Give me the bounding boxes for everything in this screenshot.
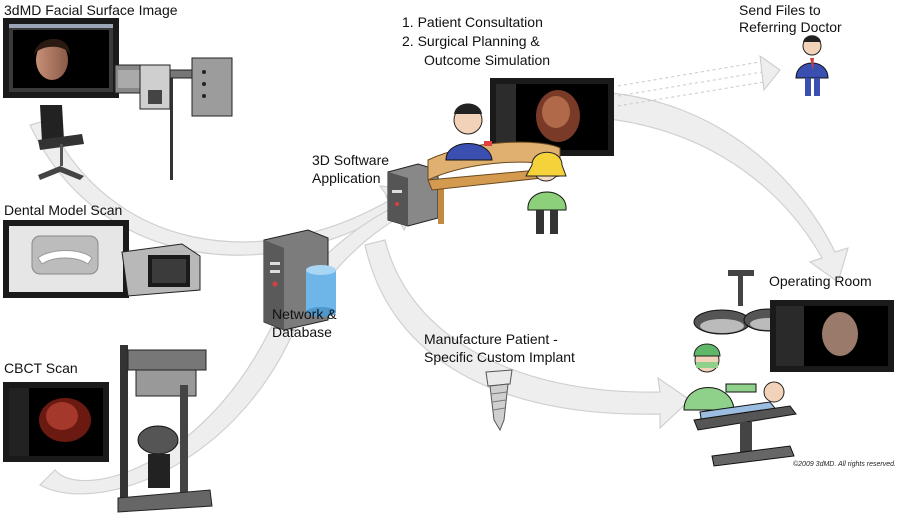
doctor-icon <box>445 103 493 161</box>
child-icon <box>525 151 567 234</box>
cbct-machine-icon <box>117 345 213 513</box>
label-facial-scan: 3dMD Facial Surface Image <box>4 2 178 18</box>
label-consult-2: 2. Surgical Planning & <box>402 33 540 49</box>
label-dental-scan: Dental Model Scan <box>4 202 123 218</box>
arrow-software-to-manufacture <box>364 239 691 430</box>
label-send-1: Send Files to <box>739 2 821 18</box>
facial-scanner-icon <box>114 57 233 180</box>
label-cbct-scan: CBCT Scan <box>4 360 78 376</box>
chair-icon <box>38 105 84 180</box>
dental-scan-monitor <box>3 220 129 298</box>
label-network-2: Database <box>272 324 332 340</box>
label-consult-3: Outcome Simulation <box>424 52 551 68</box>
operating-table-icon <box>693 405 797 467</box>
label-send-2: Referring Doctor <box>739 19 842 35</box>
label-consult-1: 1. Patient Consultation <box>402 14 543 30</box>
or-monitor <box>770 300 894 372</box>
workstation-icon <box>387 163 439 227</box>
referring-doctor-icon <box>795 35 829 96</box>
label-network-1: Network & <box>272 306 337 322</box>
dental-scanner-icon <box>121 243 201 297</box>
database-icon <box>306 265 336 317</box>
arrow-send-files <box>617 54 781 107</box>
cbct-monitor <box>3 382 109 462</box>
label-operating-room: Operating Room <box>769 273 872 289</box>
arrow-consult-to-or <box>599 91 849 283</box>
label-manufacture-2: Specific Custom Implant <box>424 349 575 365</box>
facial-scan-monitor <box>3 18 119 98</box>
label-software-1: 3D Software <box>312 152 390 168</box>
label-manufacture-1: Manufacture Patient - <box>424 331 558 347</box>
surgeon-icon <box>683 343 757 411</box>
implant-icon <box>485 369 513 432</box>
copyright-notice: ©2009 3dMD. All rights reserved. <box>793 461 896 468</box>
label-software-2: Application <box>312 170 381 186</box>
